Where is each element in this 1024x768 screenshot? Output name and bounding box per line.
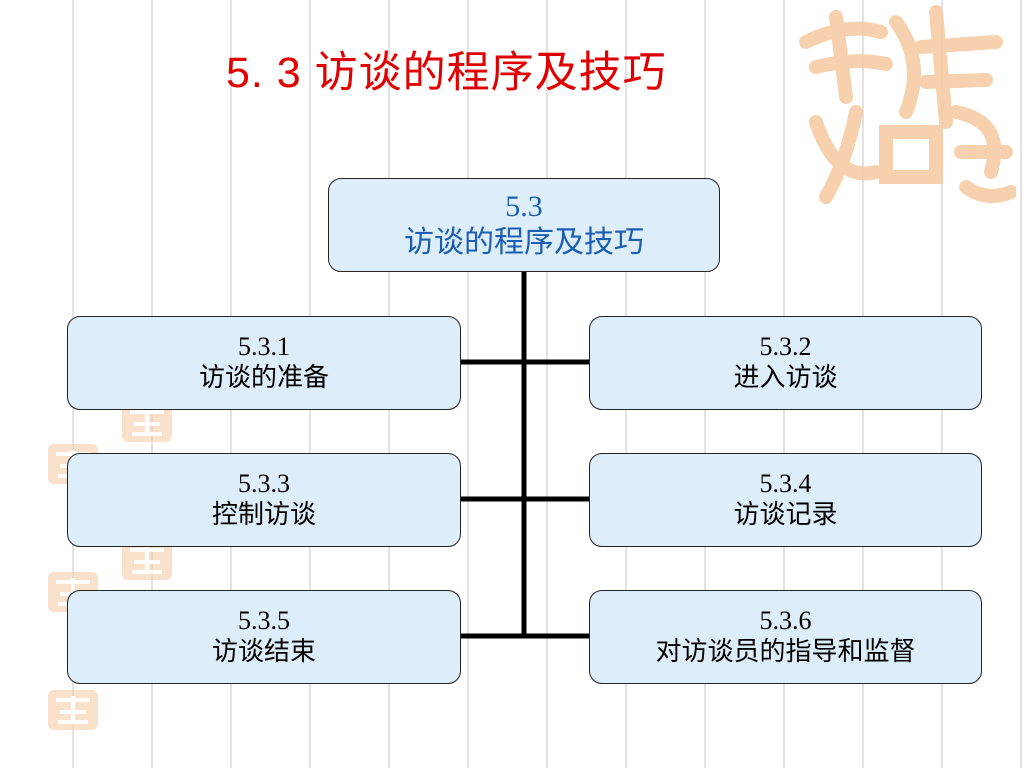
- node-5-3-6[interactable]: 5.3.6 对访谈员的指导和监督: [589, 590, 982, 684]
- auspicious-seal-decoration: [799, 5, 1016, 204]
- node-code: 5.3.2: [759, 332, 812, 361]
- node-5-3-4[interactable]: 5.3.4 访谈记录: [589, 453, 982, 547]
- node-5-3-3[interactable]: 5.3.3 控制访谈: [67, 453, 461, 547]
- node-code: 5.3.3: [238, 469, 290, 498]
- node-code: 5.3.4: [759, 469, 812, 498]
- mini-seal-decoration: [122, 540, 172, 580]
- node-label: 访谈结束: [211, 637, 316, 666]
- node-code: 5.3.1: [238, 332, 290, 361]
- root-node[interactable]: 5.3 访谈的程序及技巧: [328, 178, 720, 272]
- mini-seal-decoration: [122, 402, 172, 442]
- node-label: 控制访谈: [211, 500, 316, 529]
- mini-seal-decoration: [48, 690, 98, 730]
- node-label: 对访谈员的指导和监督: [655, 637, 916, 666]
- node-label: 访谈的程序及技巧: [404, 226, 644, 259]
- node-code: 5.3.5: [238, 606, 290, 635]
- slide-title: 5. 3 访谈的程序及技巧: [226, 49, 667, 97]
- node-code: 5.3: [505, 190, 543, 223]
- node-label: 进入访谈: [733, 363, 838, 392]
- node-code: 5.3.6: [759, 606, 812, 635]
- node-5-3-5[interactable]: 5.3.5 访谈结束: [67, 590, 461, 684]
- node-label: 访谈记录: [733, 500, 838, 529]
- node-5-3-2[interactable]: 5.3.2 进入访谈: [589, 316, 982, 410]
- node-5-3-1[interactable]: 5.3.1 访谈的准备: [67, 316, 461, 410]
- node-label: 访谈的准备: [198, 363, 329, 392]
